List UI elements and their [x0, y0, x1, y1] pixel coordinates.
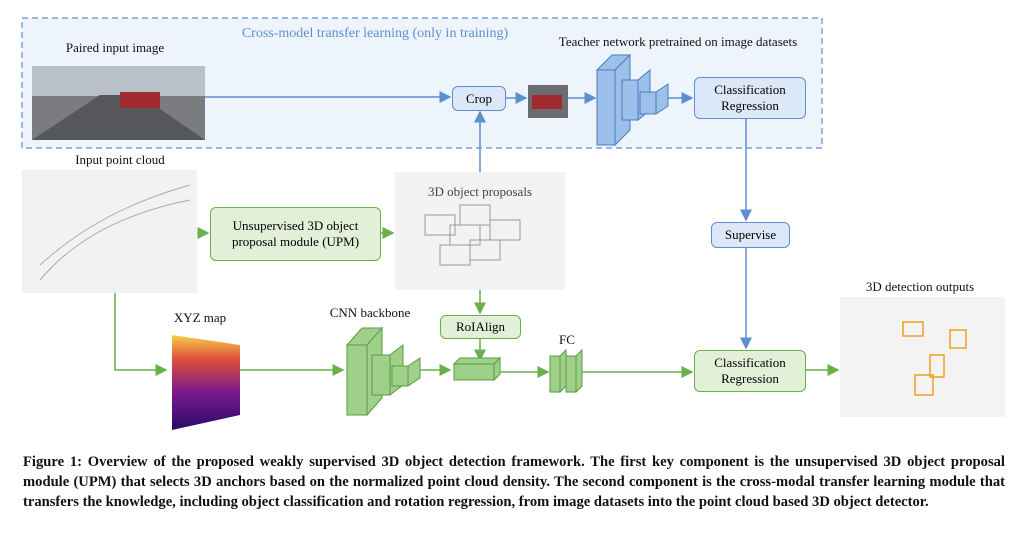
- teacher-label: Teacher network pretrained on image data…: [558, 34, 798, 49]
- proposals-image: [395, 172, 565, 290]
- classification-text: Classification: [714, 82, 786, 97]
- crop-box: Crop: [452, 86, 506, 111]
- cnn-backbone-block: [345, 326, 421, 417]
- paired-input-image: [32, 66, 205, 140]
- xyz-label: XYZ map: [173, 310, 227, 325]
- regression-text: Regression: [721, 371, 779, 386]
- framework-diagram: [21, 17, 1005, 430]
- fc-layers-block: [549, 348, 583, 394]
- classification-text: Classification: [714, 355, 786, 370]
- regression-text: Regression: [721, 98, 779, 113]
- figure-caption: Figure 1: Overview of the proposed weakl…: [23, 454, 1005, 510]
- fc-label: FC: [559, 332, 575, 347]
- upm-line-1: Unsupervised 3D object: [232, 218, 359, 233]
- paired-input-label: Paired input image: [65, 40, 165, 55]
- cropped-car-image: [528, 85, 568, 118]
- detection-output-image: [840, 297, 1005, 417]
- supervise-box: Supervise: [711, 222, 790, 248]
- input-point-cloud-image: [22, 170, 197, 293]
- output-label: 3D detection outputs: [865, 279, 975, 294]
- proposals-label: 3D object proposals: [428, 184, 532, 199]
- cnn-label: CNN backbone: [329, 305, 411, 320]
- teacher-network-block: [595, 53, 669, 147]
- upm-line-2: proposal module (UPM): [231, 234, 360, 249]
- region-title: Cross-model transfer learning (only in t…: [241, 26, 509, 41]
- input-cloud-label: Input point cloud: [75, 152, 165, 167]
- roi-feature-block: [452, 356, 502, 382]
- roialign-box: RoIAlign: [440, 315, 521, 339]
- xyz-map-image: [172, 335, 240, 430]
